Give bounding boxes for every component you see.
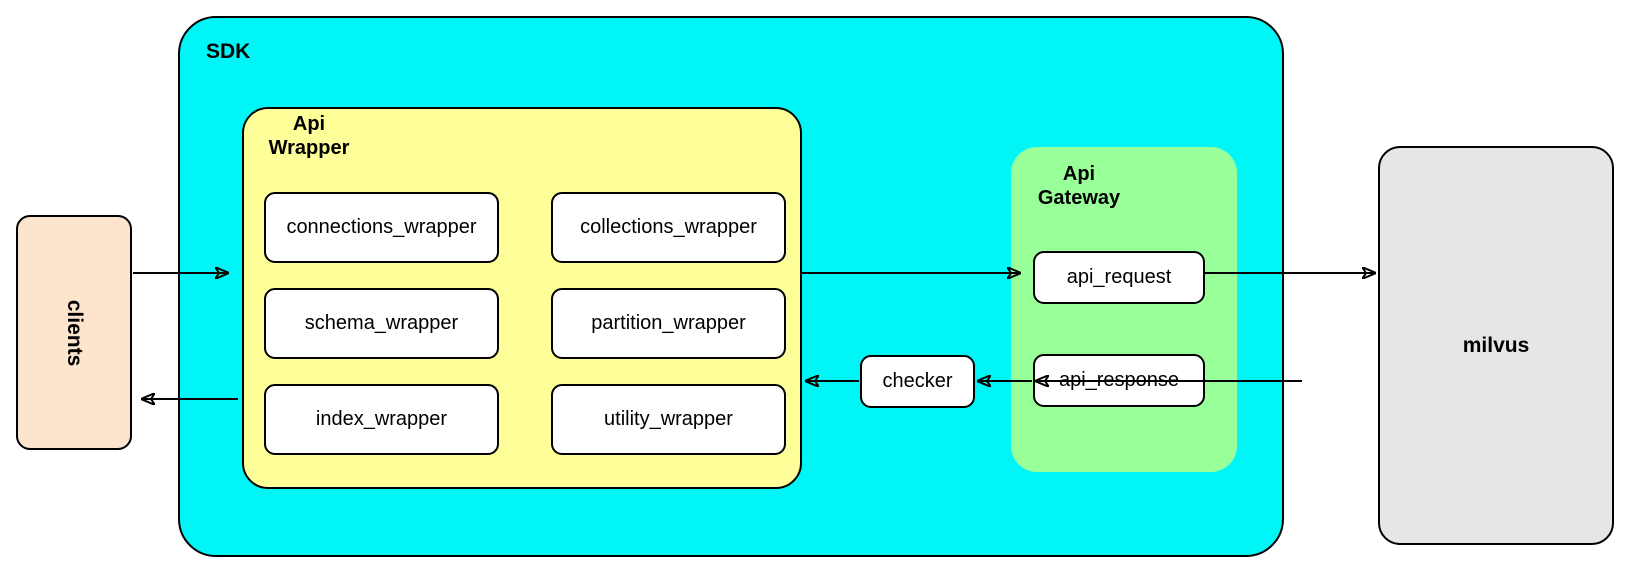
node-milvus[interactable]: milvus: [1378, 146, 1614, 545]
node-api-request[interactable]: api_request: [1033, 251, 1205, 304]
node-schema-wrapper[interactable]: schema_wrapper: [264, 288, 499, 359]
group-sdk-label: SDK: [206, 40, 251, 63]
node-checker[interactable]: checker: [860, 355, 975, 408]
node-utility-wrapper[interactable]: utility_wrapper: [551, 384, 786, 455]
node-clients[interactable]: clients: [16, 215, 132, 450]
group-api-gateway: [1011, 147, 1237, 472]
node-collections-wrapper[interactable]: collections_wrapper: [551, 192, 786, 263]
node-index-wrapper[interactable]: index_wrapper: [264, 384, 499, 455]
node-clients-label: clients: [63, 299, 86, 366]
node-connections-wrapper[interactable]: connections_wrapper: [264, 192, 499, 263]
group-api-wrapper-label: Api Wrapper: [268, 113, 350, 159]
group-api-gateway-label: Api Gateway: [1037, 163, 1121, 209]
node-api-response[interactable]: api_response: [1033, 354, 1205, 407]
node-partition-wrapper[interactable]: partition_wrapper: [551, 288, 786, 359]
